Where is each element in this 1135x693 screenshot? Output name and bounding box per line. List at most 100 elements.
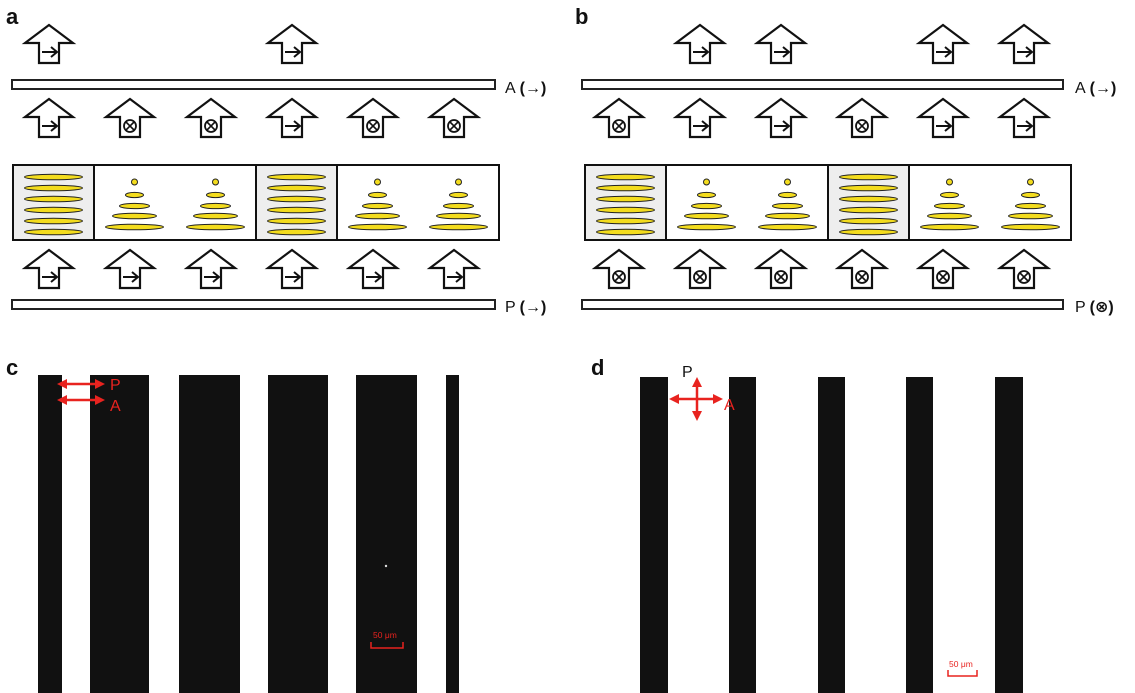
arrow-right-icon <box>42 271 59 283</box>
in-plane-director-icon <box>426 248 482 290</box>
arrow-right-icon <box>447 271 464 283</box>
panel-a-top-arrow-row <box>21 23 320 65</box>
lc-molecule <box>267 217 326 225</box>
lc-molecule <box>839 195 898 203</box>
circled-times-icon <box>612 270 626 284</box>
polarizer-direction-label: P(→) <box>505 299 546 316</box>
polarizer-plate <box>11 299 496 310</box>
panel-a-label: a <box>6 4 19 29</box>
lc-molecule <box>24 184 83 192</box>
lc-molecule <box>131 178 138 186</box>
arrow-right-icon <box>774 120 791 132</box>
lc-molecule <box>1015 202 1046 210</box>
lc-molecule <box>119 202 150 210</box>
panel-c-label: c <box>6 355 18 380</box>
lc-molecule <box>362 202 393 210</box>
out-of-plane-director-icon <box>834 97 890 139</box>
lc-molecule <box>596 217 655 225</box>
circled-times-icon <box>123 119 137 133</box>
lc-molecule <box>212 178 219 186</box>
lc-molecule <box>24 206 83 214</box>
lc-molecule <box>946 178 953 186</box>
lc-molecule <box>374 178 381 186</box>
micrograph-d <box>640 377 1023 693</box>
analyzer-direction-label: A(→) <box>1075 80 1116 97</box>
circled-times-icon <box>612 119 626 133</box>
lc-molecule <box>206 191 225 199</box>
lc-molecule <box>677 223 736 231</box>
panel-a-lc-cell <box>12 164 500 241</box>
lc-molecule <box>778 191 797 199</box>
out-of-plane-director-icon <box>345 97 401 139</box>
panel-a-upper-arrow-row <box>21 97 482 139</box>
in-plane-director-icon <box>183 248 239 290</box>
in-plane-director-icon <box>915 23 971 65</box>
panel-a: a A(→) P(→) <box>6 4 546 316</box>
lc-molecule <box>267 206 326 214</box>
panel-b: b A(→) P(⊗) <box>575 4 1116 316</box>
lc-molecule <box>436 212 481 220</box>
micrograph-c <box>38 375 459 693</box>
arrow-right-icon <box>1017 120 1034 132</box>
panel-a-bottom-arrow-row <box>21 248 482 290</box>
panel-b-lc-cell <box>584 164 1072 241</box>
scale-bar: 50 μm <box>947 659 978 677</box>
in-plane-director-icon <box>996 23 1052 65</box>
lc-molecule <box>920 223 979 231</box>
scale-bar: 50 μm <box>370 630 404 649</box>
out-of-plane-director-icon <box>591 97 647 139</box>
arrow-right-icon <box>693 120 710 132</box>
analyzer-label: A <box>110 398 121 415</box>
lc-molecule <box>839 217 898 225</box>
lc-molecule <box>839 184 898 192</box>
circled-times-icon <box>447 119 461 133</box>
lc-molecule <box>758 223 817 231</box>
lc-molecule <box>200 202 231 210</box>
lc-molecule <box>24 173 83 181</box>
lc-molecule <box>596 184 655 192</box>
circled-times-icon <box>366 119 380 133</box>
dark-stripe <box>90 375 149 693</box>
circled-times-icon <box>1017 270 1031 284</box>
lc-molecule <box>684 212 729 220</box>
arrow-right-icon <box>366 271 383 283</box>
analyzer-label: A <box>724 397 735 414</box>
lc-molecule <box>703 178 710 186</box>
analyzer-plate <box>581 79 1064 90</box>
out-of-plane-director-icon <box>426 97 482 139</box>
lc-molecule <box>455 178 462 186</box>
lc-molecule <box>267 228 326 236</box>
out-of-plane-director-icon <box>591 248 647 290</box>
lc-molecule <box>443 202 474 210</box>
lc-molecule <box>267 184 326 192</box>
arrow-right-icon <box>285 271 302 283</box>
in-plane-director-icon <box>21 248 77 290</box>
lc-molecule <box>193 212 238 220</box>
analyzer-plate <box>11 79 496 90</box>
scale-bar-line <box>370 642 404 649</box>
scale-bar-label: 50 μm <box>949 659 973 669</box>
lc-molecule <box>125 191 144 199</box>
lc-molecule <box>368 191 387 199</box>
in-plane-director-icon <box>264 23 320 65</box>
lc-molecule <box>596 173 655 181</box>
lc-molecule <box>839 228 898 236</box>
lc-molecule <box>105 223 164 231</box>
out-of-plane-director-icon <box>753 248 809 290</box>
arrow-right-icon <box>774 46 791 58</box>
arrow-right-icon <box>204 271 221 283</box>
lc-molecule <box>24 228 83 236</box>
lc-molecule <box>1008 212 1053 220</box>
lc-molecule <box>940 191 959 199</box>
dark-stripe <box>818 377 845 693</box>
panel-d: d P A 50 μm <box>591 355 1023 693</box>
panel-b-top-arrow-row <box>672 23 1052 65</box>
in-plane-director-icon <box>264 248 320 290</box>
in-plane-director-icon <box>672 23 728 65</box>
panel-b-bottom-arrow-row <box>591 248 1052 290</box>
lc-molecule <box>697 191 716 199</box>
lc-molecule <box>596 195 655 203</box>
lc-molecule <box>24 217 83 225</box>
lc-molecule <box>267 173 326 181</box>
circled-times-icon <box>204 119 218 133</box>
